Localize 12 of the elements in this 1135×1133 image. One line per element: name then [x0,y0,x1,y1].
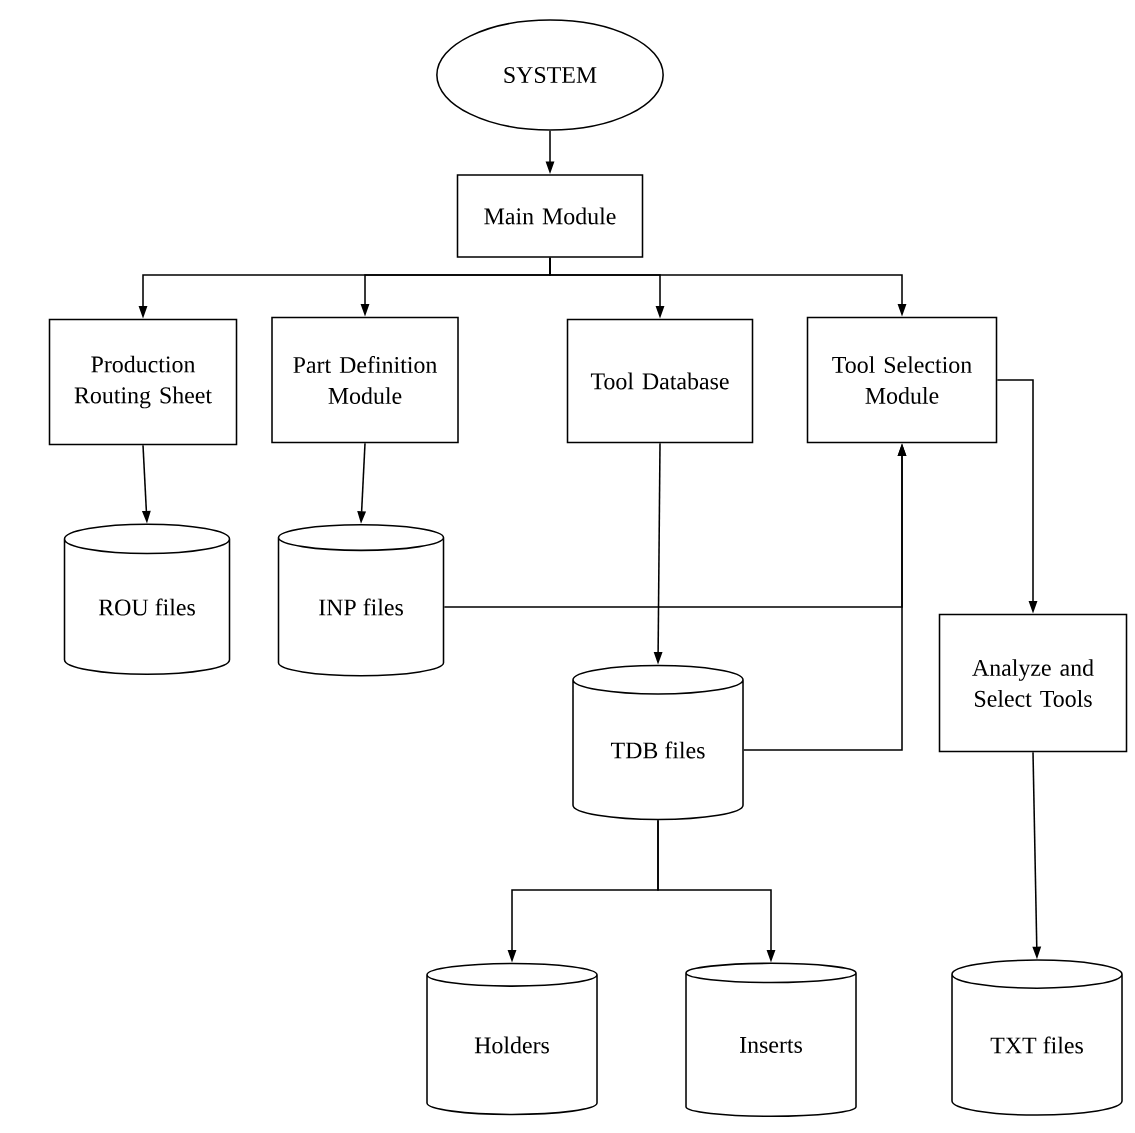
module-box: Part Definition Module [271,316,459,444]
file-cylinder: INP files [277,523,445,677]
file-cylinder: ROU files [63,523,231,676]
file-cylinder: Holders [426,962,598,1116]
module-box: Tool Database [566,318,754,444]
file-cylinder: Inserts [685,962,857,1118]
module-box: Main Module [456,174,644,258]
file-cylinder: TDB files [572,664,744,821]
file-cylinder: TXT files [951,959,1123,1116]
module-box: Production Routing Sheet [48,318,238,446]
module-box: Analyze and Select Tools [938,613,1128,753]
module-box: Tool Selection Module [806,316,998,444]
